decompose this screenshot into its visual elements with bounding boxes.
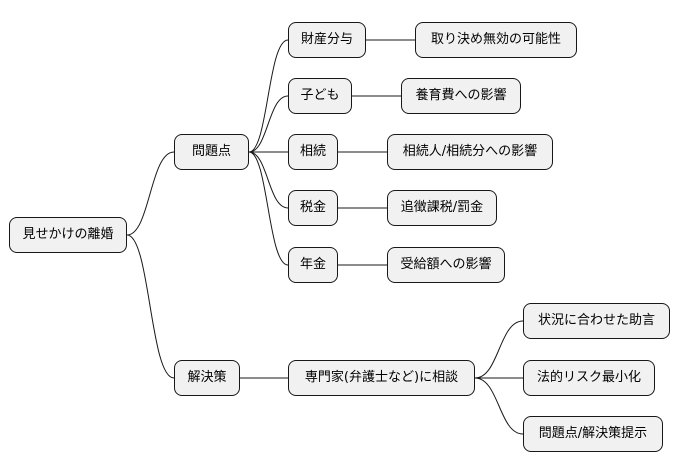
pension-amount-impact-node: 受給額への影響 bbox=[387, 247, 505, 283]
heir-share-impact-node: 相続人/相続分への影響 bbox=[387, 134, 553, 170]
branch-problems-node: 問題点 bbox=[174, 134, 249, 170]
consult-expert-node: 専門家(弁護士など)に相談 bbox=[288, 360, 475, 396]
edge-problems-tax bbox=[248, 151, 289, 209]
inheritance-node: 相続 bbox=[288, 134, 338, 170]
edge-problems-property bbox=[248, 39, 289, 153]
property-division-node: 財産分与 bbox=[288, 22, 366, 58]
edge-problems-children bbox=[248, 95, 289, 153]
root-node: 見せかけの離婚 bbox=[9, 217, 127, 253]
edge-root-solutions bbox=[126, 234, 175, 379]
agreement-invalid-node: 取り決め無効の可能性 bbox=[415, 22, 577, 58]
minimize-legal-risk-node: 法的リスク最小化 bbox=[523, 360, 655, 396]
edge-root-problems bbox=[126, 151, 175, 236]
tax-node: 税金 bbox=[288, 190, 338, 226]
child-support-impact-node: 養育費への影響 bbox=[401, 78, 521, 114]
branch-solutions-node: 解決策 bbox=[174, 360, 240, 396]
edge-consult-present bbox=[474, 377, 524, 435]
additional-tax-penalty-node: 追徴課税/罰金 bbox=[387, 190, 497, 226]
present-issues-solutions-node: 問題点/解決策提示 bbox=[523, 416, 663, 452]
children-node: 子ども bbox=[288, 78, 352, 114]
tailored-advice-node: 状況に合わせた助言 bbox=[523, 303, 670, 339]
pension-node: 年金 bbox=[288, 247, 338, 283]
edge-consult-advice bbox=[474, 320, 524, 379]
edge-problems-pension bbox=[248, 151, 289, 266]
